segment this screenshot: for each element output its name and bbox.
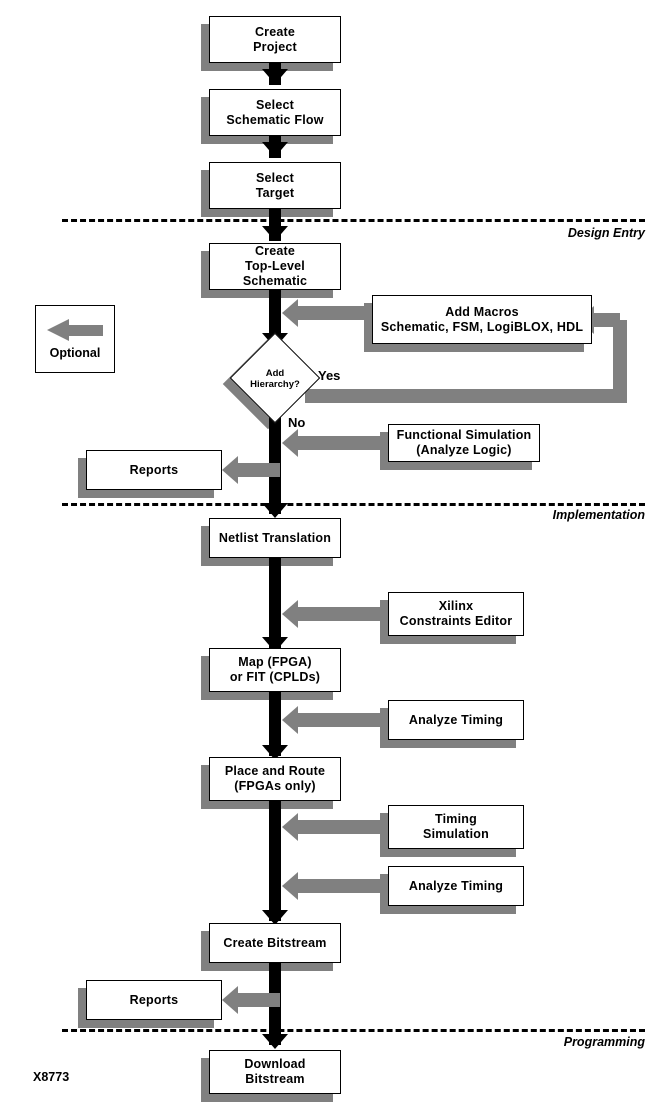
flow-arrowhead-netlist xyxy=(262,503,288,518)
node-label: Xilinx Constraints Editor xyxy=(399,599,513,628)
node-label: Functional Simulation (Analyze Logic) xyxy=(396,428,532,457)
branch-label-yes: Yes xyxy=(318,368,341,383)
optional-arrow-bar-xilinx-constraints xyxy=(298,607,390,621)
node-add-macros[interactable]: Add Macros Schematic, FSM, LogiBLOX, HDL xyxy=(372,295,592,344)
legend-optional-label: Optional xyxy=(49,345,101,360)
node-label: Reports xyxy=(129,992,179,1007)
node-label: Create Project xyxy=(253,24,297,54)
node-label: Netlist Translation xyxy=(218,530,332,545)
node-label: Reports xyxy=(129,462,179,477)
node-reports-design-entry[interactable]: Reports xyxy=(86,450,222,490)
phase-label-implementation: Implementation xyxy=(552,508,645,522)
phase-divider-implementation xyxy=(62,503,645,506)
node-label: Timing Simulation xyxy=(423,812,489,841)
node-analyze-timing-after-par[interactable]: Analyze Timing xyxy=(388,866,524,906)
node-place-and-route[interactable]: Place and Route (FPGAs only) xyxy=(209,757,341,801)
node-timing-simulation[interactable]: Timing Simulation xyxy=(388,805,524,849)
flow-arrowhead-download xyxy=(262,1034,288,1049)
node-map-fpga-or-fit-cplds[interactable]: Map (FPGA) or FIT (CPLDs) xyxy=(209,648,341,692)
optional-arrowhead-analyze-timing-map xyxy=(282,706,298,734)
node-create-bitstream[interactable]: Create Bitstream xyxy=(209,923,341,963)
optional-arrow-bar-timing-simulation xyxy=(298,820,390,834)
node-reports-bitstream[interactable]: Reports xyxy=(86,980,222,1020)
node-label: Select Target xyxy=(255,170,295,200)
phase-label-programming: Programming xyxy=(563,1035,645,1049)
figure-id-label: X8773 xyxy=(33,1070,70,1084)
node-label: Create Top-Level Schematic xyxy=(242,244,308,288)
node-analyze-timing-after-map[interactable]: Analyze Timing xyxy=(388,700,524,740)
node-download-bitstream[interactable]: Download Bitstream xyxy=(209,1050,341,1094)
flow-arrowhead-select-target xyxy=(262,142,288,157)
optional-arrowhead-timing-simulation xyxy=(282,813,298,841)
node-label: Place and Route (FPGAs only) xyxy=(224,764,326,793)
phase-label-design-entry: Design Entry xyxy=(567,226,645,240)
node-label: Select Schematic Flow xyxy=(226,97,324,127)
optional-arrow-bar-analyze-timing-par xyxy=(298,879,390,893)
optional-arrowhead-functional-simulation xyxy=(282,429,298,457)
phase-divider-programming xyxy=(62,1029,645,1032)
node-label: Download Bitstream xyxy=(244,1057,306,1086)
node-netlist-translation[interactable]: Netlist Translation xyxy=(209,518,341,558)
flow-connector-netlist-to-map xyxy=(269,558,281,648)
optional-arrow-bar-add-macros-to-spine xyxy=(298,306,374,320)
node-label: Analyze Timing xyxy=(408,878,504,893)
node-xilinx-constraints-editor[interactable]: Xilinx Constraints Editor xyxy=(388,592,524,636)
flow-arrowhead-bitstream xyxy=(262,910,288,925)
flow-connector-par-to-bitstream xyxy=(269,797,281,921)
node-label: Add Macros Schematic, FSM, LogiBLOX, HDL xyxy=(380,304,584,334)
phase-divider-design-entry xyxy=(62,219,645,222)
node-functional-simulation[interactable]: Functional Simulation (Analyze Logic) xyxy=(388,424,540,462)
legend-optional: Optional xyxy=(35,305,115,373)
flow-connector-decision-to-netlist xyxy=(269,408,281,514)
node-decision-add-hierarchy[interactable] xyxy=(229,332,321,424)
node-label: Analyze Timing xyxy=(408,712,504,727)
optional-arrow-bar-reports-bitstream xyxy=(238,993,280,1007)
optional-arrow-bar-analyze-timing-map xyxy=(298,713,390,727)
node-label: Create Bitstream xyxy=(223,935,327,950)
node-create-top-level-schematic[interactable]: Create Top-Level Schematic xyxy=(209,243,341,290)
optional-arrowhead-xilinx-constraints xyxy=(282,600,298,628)
node-create-project[interactable]: Create Project xyxy=(209,16,341,63)
optional-arrowhead-reports-design xyxy=(222,456,238,484)
left-arrow-icon xyxy=(47,318,103,341)
node-select-schematic-flow[interactable]: Select Schematic Flow xyxy=(209,89,341,136)
optional-arrowhead-add-macros-to-spine xyxy=(282,299,298,327)
flow-arrowhead-par xyxy=(262,745,288,760)
optional-arrowhead-reports-bitstream xyxy=(222,986,238,1014)
optional-arrow-bar-functional-simulation xyxy=(298,436,390,450)
flow-arrowhead-select-flow xyxy=(262,69,288,84)
branch-label-no: No xyxy=(288,415,306,430)
node-select-target[interactable]: Select Target xyxy=(209,162,341,209)
yes-loop-horizontal xyxy=(305,389,627,403)
yes-loop-entry-bar xyxy=(594,313,620,327)
optional-arrowhead-analyze-timing-par xyxy=(282,872,298,900)
flow-connector-map-to-par xyxy=(269,688,281,756)
optional-arrow-bar-reports-design xyxy=(238,463,280,477)
yes-loop-vertical xyxy=(613,320,627,403)
flow-arrowhead-create-top-level xyxy=(262,226,288,241)
node-label: Map (FPGA) or FIT (CPLDs) xyxy=(229,655,321,684)
